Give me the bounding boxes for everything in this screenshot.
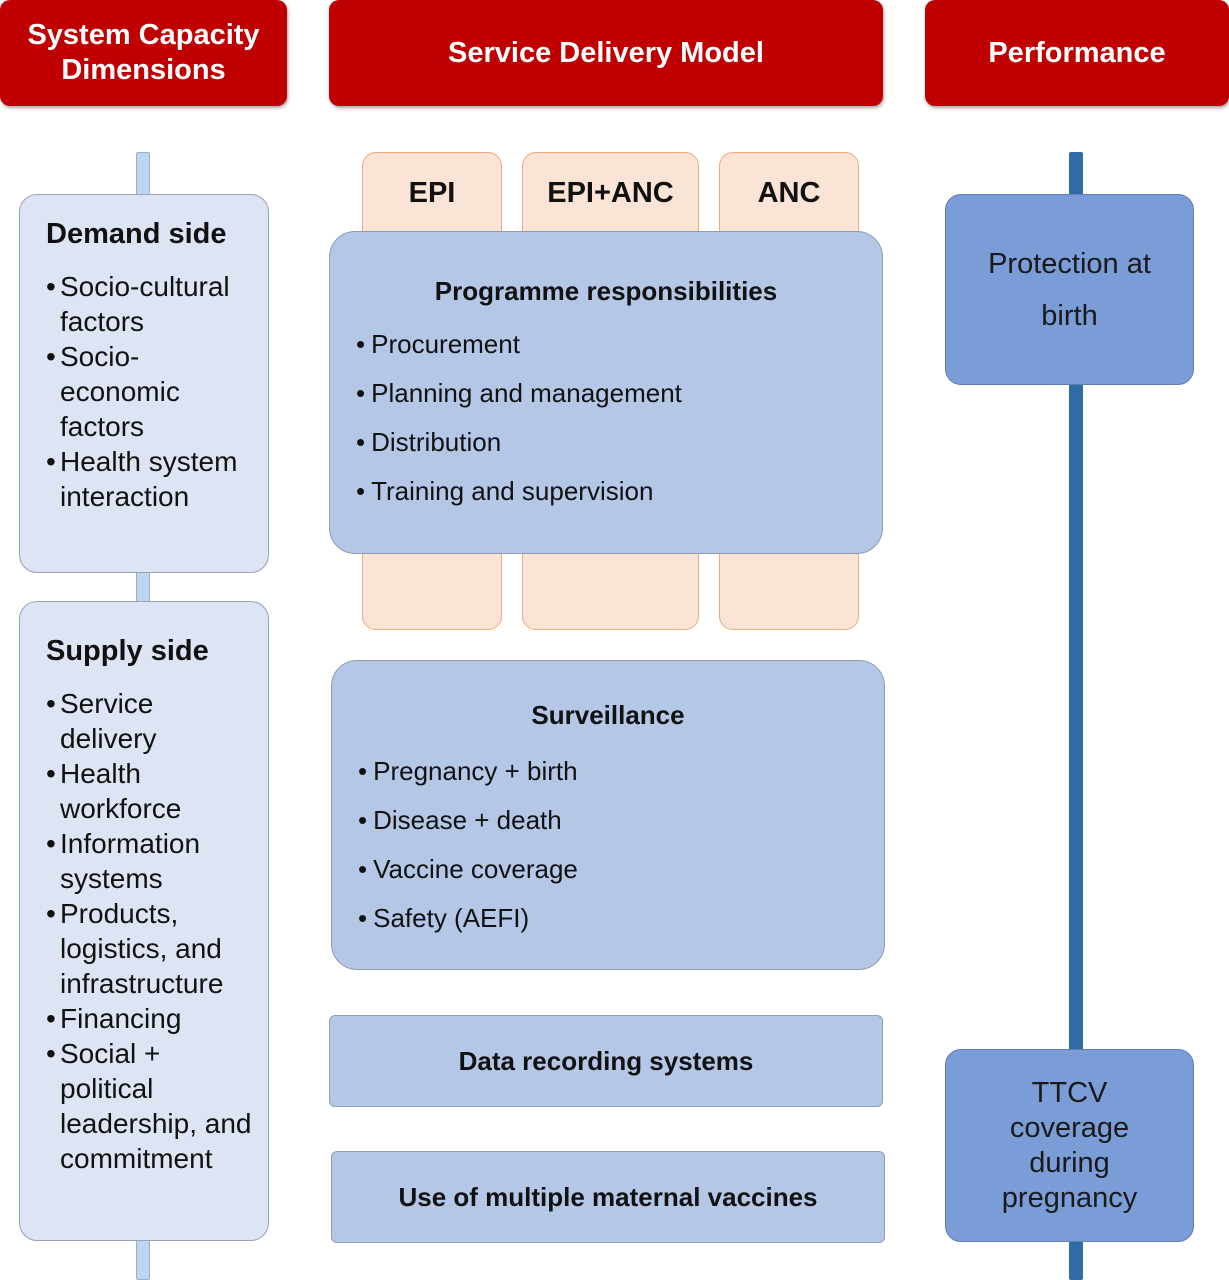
right-axis [1069,152,1083,1280]
protection-at-birth-box: Protection at birth [945,194,1194,385]
protection-at-birth-label: Protection at birth [988,247,1151,332]
multiple-maternal-vaccines-label: Use of multiple maternal vaccines [398,1181,818,1212]
data-recording-systems-label: Data recording systems [458,1045,754,1076]
bullet: • [356,427,366,457]
supply-side-box: Supply side •Service delivery •Health wo… [19,601,269,1241]
tab-epi-label: EPI [408,177,456,209]
bullet: • [46,898,56,929]
list-item: •Financing [46,1003,182,1034]
programme-responsibilities-box: Programme responsibilities •Procurement … [329,231,883,554]
bullet: • [46,1003,56,1034]
list-item: •Service delivery [46,688,157,754]
bullet: • [46,271,56,302]
bullet: • [46,828,56,859]
bullet: • [46,1038,56,1069]
bullet: • [46,688,56,719]
header-service-delivery: Service Delivery Model [329,0,883,106]
list-item: •Procurement [356,329,520,359]
supply-side-list: •Service delivery •Health workforce •Inf… [46,686,256,1176]
surveillance-box: Surveillance •Pregnancy + birth •Disease… [331,660,885,970]
programme-responsibilities-title: Programme responsibilities [434,276,778,306]
data-recording-systems-box: Data recording systems [329,1015,883,1107]
header-performance: Performance [925,0,1229,106]
bullet: • [356,378,366,408]
header-service-delivery-label: Service Delivery Model [448,36,764,69]
list-item: •Planning and management [356,378,682,408]
bullet: • [46,446,56,477]
list-item: •Socio-cultural factors [46,271,230,337]
list-item: •Pregnancy + birth [358,756,578,786]
bullet: • [358,854,368,884]
demand-side-title: Demand side [46,218,227,250]
header-performance-label: Performance [988,36,1166,69]
left-axis-top [136,152,150,196]
supply-side-title: Supply side [46,635,209,667]
surveillance-title: Surveillance [531,700,685,730]
left-axis-bottom [136,1238,150,1280]
list-item: •Training and supervision [356,476,654,506]
demand-side-list: •Socio-cultural factors •Socio-economic … [46,269,256,514]
left-axis-middle [136,570,150,604]
programme-responsibilities-list: •Procurement •Planning and management •D… [330,320,882,516]
tab-anc-label: ANC [757,177,821,209]
bullet: • [358,805,368,835]
list-item: •Disease + death [358,805,562,835]
list-item: •Social + political leadership, and comm… [46,1038,252,1174]
bullet: • [358,756,368,786]
list-item: •Health workforce [46,758,182,824]
bullet: • [46,758,56,789]
tab-epi-anc-label: EPI+ANC [547,177,674,209]
list-item: •Information systems [46,828,201,894]
header-system-capacity: System Capacity Dimensions [0,0,287,106]
list-item: •Socio-economic factors [46,341,180,442]
ttcv-coverage-label: TTCV coverage during pregnancy [1001,1076,1138,1214]
bullet: • [356,329,366,359]
surveillance-list: •Pregnancy + birth •Disease + death •Vac… [332,747,884,943]
bullet: • [46,341,56,372]
list-item: •Vaccine coverage [358,854,578,884]
bullet: • [358,903,368,933]
list-item: •Products, logistics, and infrastructure [46,898,224,999]
list-item: •Health system interaction [46,446,238,512]
bullet: • [356,476,366,506]
list-item: •Safety (AEFI) [358,903,530,933]
demand-side-box: Demand side •Socio-cultural factors •Soc… [19,194,269,573]
multiple-maternal-vaccines-box: Use of multiple maternal vaccines [331,1151,885,1243]
list-item: •Distribution [356,427,502,457]
header-system-capacity-label: System Capacity Dimensions [27,19,260,86]
ttcv-coverage-box: TTCV coverage during pregnancy [945,1049,1194,1242]
